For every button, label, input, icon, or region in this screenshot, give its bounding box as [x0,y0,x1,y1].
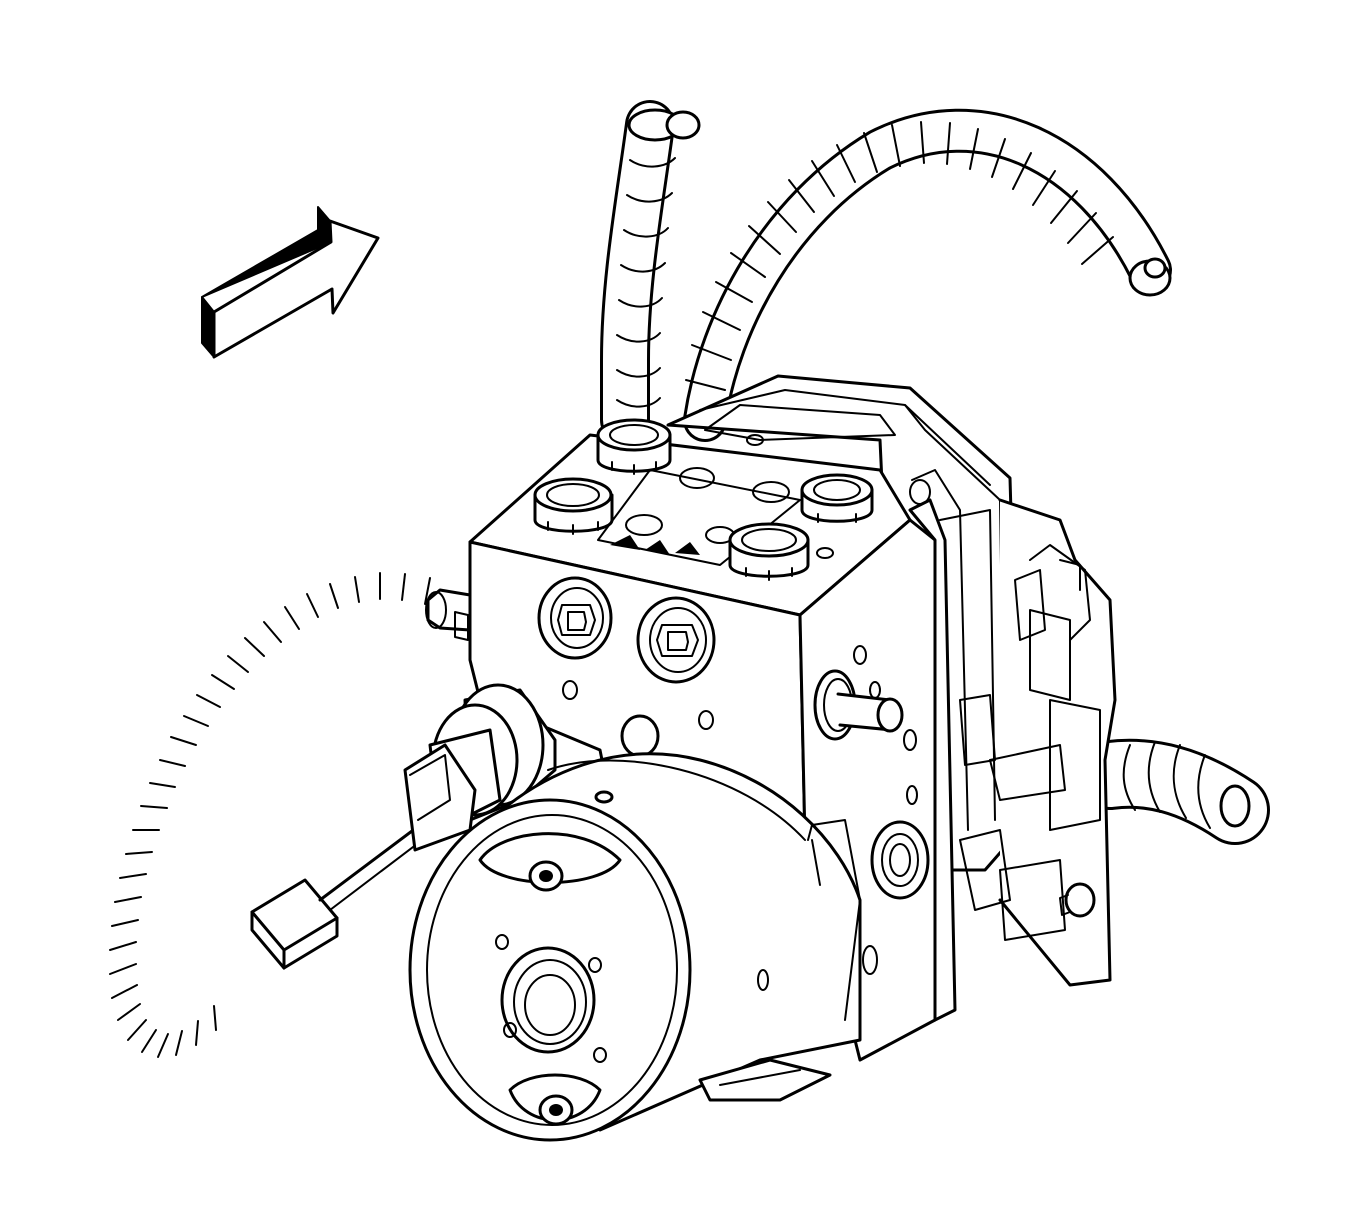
sensor-connector [403,683,557,852]
fitting-front-left [537,576,613,660]
right-face-port [870,820,930,900]
pump-motor [408,752,862,1142]
fitting-top-center [533,477,614,535]
left-cable [95,572,465,1064]
fitting-top-right [800,473,874,523]
right-cable [1075,738,1270,845]
top-cable [600,100,701,445]
arch-cable [683,108,1172,442]
side-stud [813,669,904,741]
fitting-top-left [596,418,672,475]
fitting-front-right [636,596,716,684]
direction-arrow-icon [201,206,380,359]
fitting-top-front [728,522,810,581]
left-side-connector [425,588,472,641]
